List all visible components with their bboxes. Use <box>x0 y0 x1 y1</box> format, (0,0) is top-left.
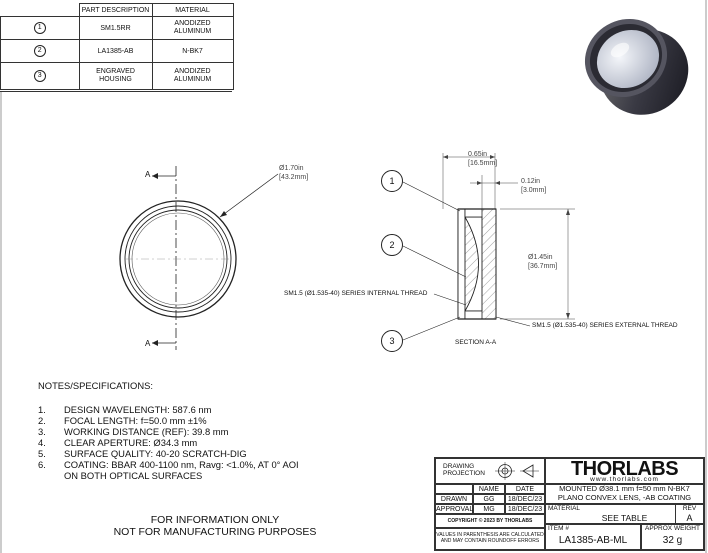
part-number-balloon: 3 <box>33 70 46 82</box>
thorlabs-logo: THORLABS <box>570 458 679 480</box>
disclaimer: FOR INFORMATION ONLY NOT FOR MANUFACTURI… <box>113 514 317 538</box>
width-in: 0.65in <box>468 151 488 158</box>
section-balloon-1: 1 <box>381 170 403 192</box>
drawing-projection-label: DRAWING PROJECTION <box>443 463 485 477</box>
parts-row: 2 LA1385-AB N-BK7 <box>0 39 234 63</box>
note-item: 1.DESIGN WAVELENGTH: 587.6 nm <box>38 404 212 415</box>
section-view-drawing <box>402 153 575 341</box>
weight-label: APPROX WEIGHT <box>645 525 700 532</box>
note-item: ON BOTH OPTICAL SURFACES <box>64 470 203 481</box>
copyright: COPYRIGHT © 2023 BY THORLABS <box>435 514 545 528</box>
drawn-label: DRAWN <box>435 494 473 504</box>
height-dimension: Ø1.45in [36.7mm] <box>528 253 558 271</box>
parts-header-description: PART DESCRIPTION <box>78 3 153 17</box>
item-value: LA1385-AB-ML <box>558 535 628 546</box>
weight-value: 32 g <box>662 535 683 546</box>
part-number-balloon: 1 <box>33 22 46 34</box>
height-mm: [36.7mm] <box>528 263 558 270</box>
note-item: 5.SURFACE QUALITY: 40-20 SCRATCH-DIG <box>38 448 247 459</box>
note-item: 3.WORKING DISTANCE (REF): 39.8 mm <box>38 426 229 437</box>
width-mm: [16.5mm] <box>468 160 498 167</box>
notes-section: NOTES/SPECIFICATIONS: 1.DESIGN WAVELENGT… <box>38 380 299 481</box>
internal-thread-callout: SM1.5 (Ø1.535-40) SERIES INTERNAL THREAD <box>284 290 428 297</box>
projection-symbol-icon <box>495 462 539 480</box>
section-caption: SECTION A-A <box>455 339 497 346</box>
offset-in: 0.12in <box>521 178 541 185</box>
front-diameter-in: Ø1.70in <box>279 165 304 172</box>
rev-value: A <box>686 513 693 523</box>
front-diameter-mm: [43.2mm] <box>279 174 309 181</box>
section-balloon-2: 2 <box>381 234 403 256</box>
part-number-balloon: 2 <box>33 45 46 57</box>
drawn-date: 18/DEC/23 <box>505 494 545 504</box>
parts-row: 3 ENGRAVED HOUSING ANODIZED ALUMINUM <box>0 62 234 90</box>
rev-label: REV <box>682 505 697 512</box>
approval-name: MG <box>473 504 505 514</box>
part-description: SM1.5RR <box>78 16 153 40</box>
approval-label: APPROVAL <box>435 504 474 514</box>
front-view-drawing <box>119 166 279 350</box>
part-material: ANODIZED ALUMINUM <box>151 62 234 90</box>
parts-table: PART DESCRIPTION MATERIAL 1 SM1.5RR ANOD… <box>0 3 234 90</box>
external-thread-callout: SM1.5 (Ø1.535-40) SERIES EXTERNAL THREAD <box>532 322 678 329</box>
section-label-bottom: A <box>145 339 151 348</box>
section-label-top: A <box>145 170 151 179</box>
title-block: DRAWING PROJECTION NAME DATE DRAWN GG 18… <box>434 457 705 551</box>
parts-header-material: MATERIAL <box>151 3 234 17</box>
date-header: DATE <box>505 484 545 494</box>
height-in: Ø1.45in <box>528 254 553 261</box>
parts-row: 1 SM1.5RR ANODIZED ALUMINUM <box>0 16 234 40</box>
product-render-image <box>584 18 689 115</box>
front-diameter-dimension: Ø1.70in [43.2mm] <box>279 164 308 182</box>
material-label: MATERIAL <box>548 505 581 512</box>
part-title: MOUNTED Ø38.1 mm f=50 mm N-BK7 PLANO CON… <box>545 484 704 504</box>
item-label: ITEM # <box>548 525 569 532</box>
offset-dimension: 0.12in [3.0mm] <box>521 177 546 195</box>
section-balloon-3: 3 <box>381 330 403 352</box>
note-item: 2.FOCAL LENGTH: f=50.0 mm ±1% <box>38 415 207 426</box>
part-description: LA1385-AB <box>78 39 153 63</box>
part-material: N-BK7 <box>151 39 234 63</box>
notes-title: NOTES/SPECIFICATIONS: <box>38 380 153 391</box>
width-dimension: 0.65in [16.5mm] <box>468 150 497 168</box>
name-header: NAME <box>473 484 505 494</box>
website: www.thorlabs.com <box>590 476 659 483</box>
drawn-name: GG <box>473 494 505 504</box>
offset-mm: [3.0mm] <box>521 187 547 194</box>
note-item: 4.CLEAR APERTURE: Ø34.3 mm <box>38 437 198 448</box>
rounding-note: VALUES IN PARENTHESIS ARE CALCULATED AND… <box>435 528 545 550</box>
material-value: SEE TABLE <box>601 513 648 523</box>
part-description: ENGRAVED HOUSING <box>78 62 153 90</box>
approval-date: 18/DEC/23 <box>505 504 545 514</box>
note-item: 6.COATING: BBAR 400-1100 nm, Ravg: <1.0%… <box>38 459 299 470</box>
part-material: ANODIZED ALUMINUM <box>151 16 234 40</box>
